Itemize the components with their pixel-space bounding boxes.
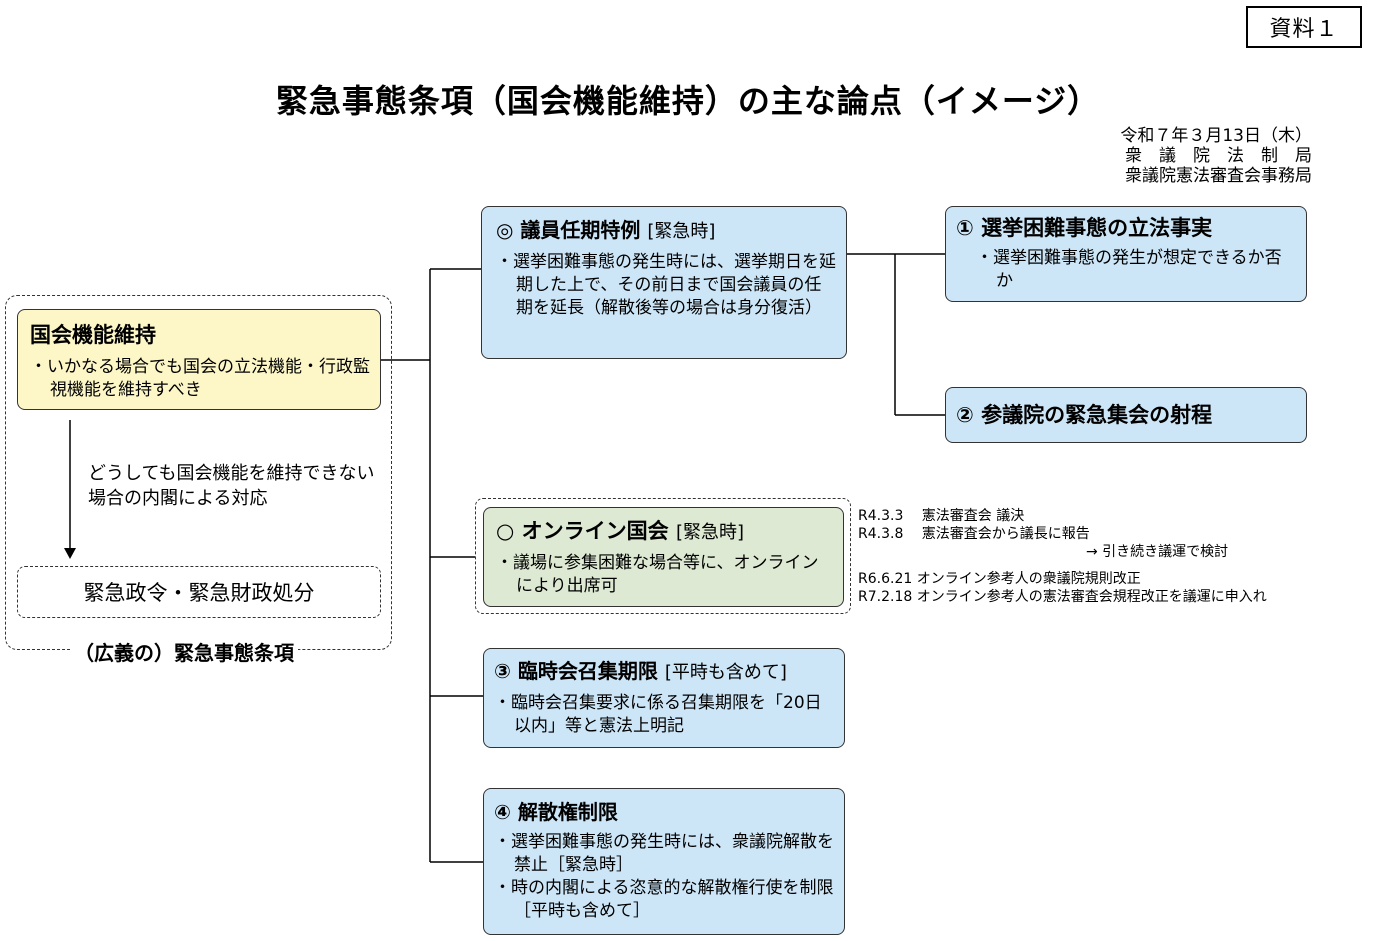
online-diet-tag: [緊急時] xyxy=(675,522,744,543)
cabinet-response-note: どうしても国会機能を維持できない場合の内閣による対応 xyxy=(88,463,375,509)
online-diet-box: ○ オンライン国会 [緊急時] ・議場に参集困難な場合等に、オンラインにより出席… xyxy=(483,507,844,607)
online-diet-title-text: ○ オンライン国会 xyxy=(496,519,669,543)
legislative-fact-bullet: ・選挙困難事態の発生が想定できるか否か xyxy=(976,248,1282,291)
extraordinary-session-box: ③ 臨時会召集期限 [平時も含めて] ・臨時会召集要求に係る召集期限を「20日以… xyxy=(483,648,845,748)
meta-org-commission-secretariat: 衆議院憲法審査会事務局 xyxy=(1125,166,1312,186)
online-note-4: R6.6.21 オンライン参考人の衆議院規則改正 xyxy=(858,571,1141,587)
meta-org-legislative-bureau: 衆 議 院 法 制 局 xyxy=(1125,146,1312,166)
term-special-title: ◎ 議員任期特例 [緊急時] xyxy=(496,217,836,245)
term-special-title-text: ◎ 議員任期特例 xyxy=(496,218,641,242)
dissolution-power-title: ④ 解散権制限 xyxy=(494,800,618,824)
extraordinary-session-title-text: ③ 臨時会召集期限 xyxy=(494,659,658,683)
dissolution-power-box: ④ 解散権制限 ・選挙困難事態の発生時には、衆議院解散を禁止［緊急時］ ・時の内… xyxy=(483,788,845,935)
dissolution-power-bullet-2: ・時の内閣による恣意的な解散権行使を制限［平時も含めて］ xyxy=(494,878,834,921)
online-note-1: R4.3.3 憲法審査会 議決 xyxy=(858,508,1025,524)
diet-function-title: 国会機能維持 xyxy=(30,323,156,347)
online-diet-bullet: ・議場に参集困難な場合等に、オンラインにより出席可 xyxy=(496,553,819,596)
online-note-3: → 引き続き議運で検討 xyxy=(1086,544,1229,560)
councillors-emergency-title: ② 参議院の緊急集会の射程 xyxy=(956,403,1213,427)
legislative-fact-title: ① 選挙困難事態の立法事実 xyxy=(956,216,1213,240)
online-note-5: R7.2.18 オンライン参考人の憲法審査会規程改正を議運に申入れ xyxy=(858,589,1267,605)
meta-date: 令和７年３月13日（木） xyxy=(1120,126,1312,146)
term-special-box: ◎ 議員任期特例 [緊急時] ・選挙困難事態の発生時には、選挙期日を延期した上で… xyxy=(481,206,847,359)
extraordinary-session-title: ③ 臨時会召集期限 [平時も含めて] xyxy=(494,658,836,686)
online-note-2: R4.3.8 憲法審査会から議長に報告 xyxy=(858,526,1090,542)
extraordinary-session-tag: [平時も含めて] xyxy=(664,662,787,683)
diet-function-bullet: ・いかなる場合でも国会の立法機能・行政監視機能を維持すべき xyxy=(30,357,370,400)
diet-function-box: 国会機能維持 ・いかなる場合でも国会の立法機能・行政監視機能を維持すべき xyxy=(17,309,381,410)
extraordinary-session-bullet: ・臨時会召集要求に係る召集期限を「20日以内」等と憲法上明記 xyxy=(494,693,822,736)
emergency-ordinance-box: 緊急政令・緊急財政処分 xyxy=(17,566,381,618)
document-label: 資料１ xyxy=(1246,6,1362,48)
term-special-tag: [緊急時] xyxy=(647,221,716,242)
term-special-bullet: ・選挙困難事態の発生時には、選挙期日を延期した上で、その前日まで国会議員の任期を… xyxy=(496,252,836,318)
dissolution-power-bullet-1: ・選挙困難事態の発生時には、衆議院解散を禁止［緊急時］ xyxy=(494,832,834,875)
legislative-fact-box: ① 選挙困難事態の立法事実 ・選挙困難事態の発生が想定できるか否か xyxy=(945,206,1307,302)
page-title: 緊急事態条項（国会機能維持）の主な論点（イメージ） xyxy=(275,82,1101,120)
online-diet-title: ○ オンライン国会 [緊急時] xyxy=(496,518,833,546)
online-diet-group xyxy=(475,498,851,614)
group-label: （広義の）緊急事態条項 xyxy=(70,637,298,666)
councillors-emergency-box: ② 参議院の緊急集会の射程 xyxy=(945,387,1307,443)
arrow-head xyxy=(64,548,76,559)
